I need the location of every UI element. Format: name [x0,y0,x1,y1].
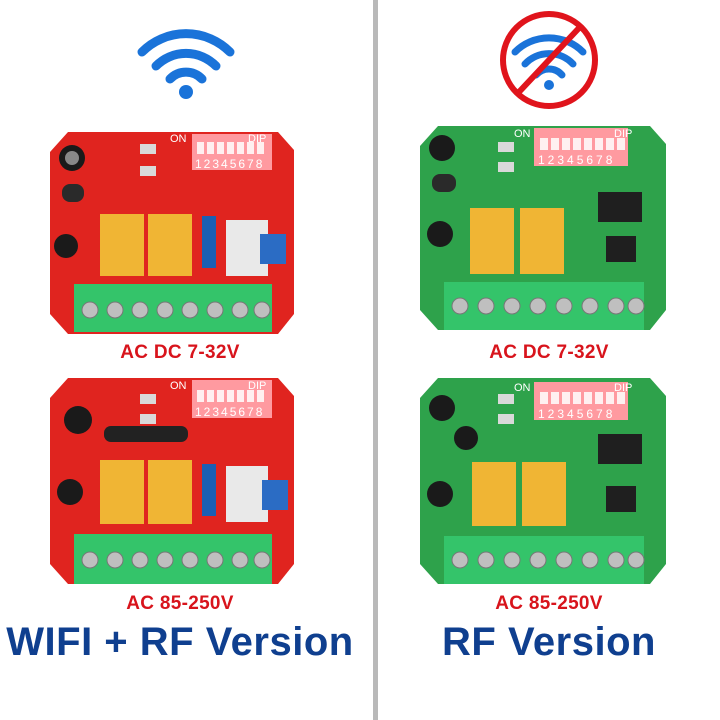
dip-label: DIP [614,382,632,394]
voltage-label: AC 85-250V [126,593,234,614]
dip-on-label: ON [170,380,187,392]
no-wifi-icon [497,8,601,117]
relay-board-green-top: ON DIP 12345678 [410,122,675,339]
dip-on-label: ON [170,133,187,145]
dip-numbers: 12345678 [195,405,264,419]
voltage-label: AC DC 7-32V [120,342,240,363]
wifi-icon [136,22,236,105]
dip-label: DIP [248,380,266,392]
voltage-label: AC DC 7-32V [489,342,609,363]
dip-on-label: ON [514,128,531,140]
center-divider [373,0,378,720]
dip-label: DIP [614,128,632,140]
voltage-label: AC 85-250V [495,593,603,614]
dip-numbers: 12345678 [538,407,615,421]
dip-label: DIP [248,133,266,145]
version-title: RF Version [442,620,656,664]
version-title: WIFI + RF Version [6,620,354,664]
relay-board-green-bottom: ON DIP 12345678 [410,374,675,594]
wifi-rf-column: ON DIP 12345678 AC DC 7-32V [6,22,354,664]
dip-numbers: 12345678 [195,157,264,171]
relay-board-red-top: ON DIP 12345678 [40,128,305,343]
dip-numbers: 12345678 [538,153,615,167]
relay-board-red-bottom: ON DIP 12345678 [40,374,305,594]
dip-on-label: ON [514,382,531,394]
rf-column: ON DIP 12345678 AC DC 7-32V [378,0,720,720]
